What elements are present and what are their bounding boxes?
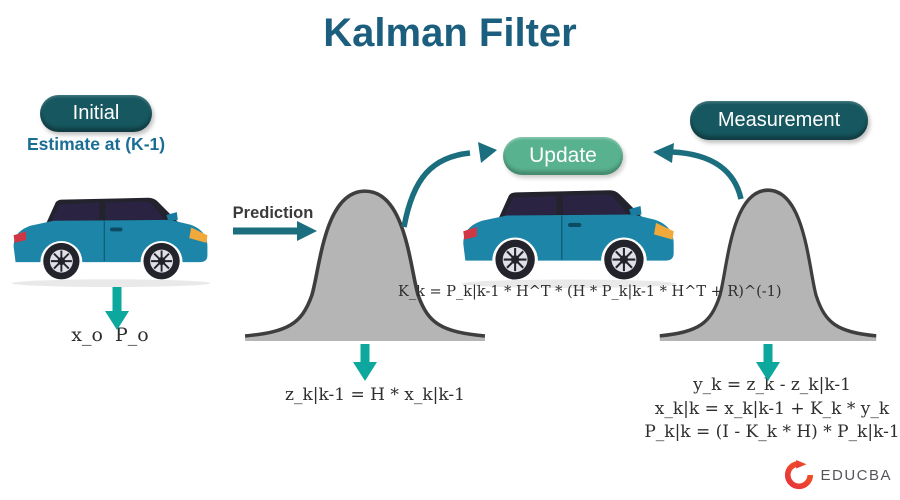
initial-badge: Initial [40,95,152,132]
educba-logo-text: EDUCBA [820,466,892,484]
car-illustration-initial [10,196,212,288]
formula-update-block: y_k = z_k - z_k|k-1 x_k|k = x_k|k-1 + K_… [637,374,900,445]
formula-innovation: y_k = z_k - z_k|k-1 [693,375,851,395]
formula-covariance-update: P_k|k = (I - K_k * H) * P_k|k-1 [644,422,900,442]
down-arrow-prediction [353,344,377,381]
formula-state-update: x_k|k = x_k|k-1 + K_k * y_k [654,398,890,419]
formula-kalman-gain: K_k = P_k|k-1 * H^T * (H * P_k|k-1 * H^T… [398,284,782,300]
educba-swirl-icon [785,460,814,490]
estimate-label: Estimate at (K-1) [27,134,166,154]
car-illustration-updated [460,189,678,289]
measurement-badge: Measurement [690,101,868,140]
update-badge: Update [503,137,623,175]
page-title: Kalman Filter [323,11,577,55]
educba-logo: EDUCBA [784,460,892,490]
initial-state-values: x_o P_o [71,324,149,346]
prediction-label: Prediction [232,204,314,222]
gaussian-curve-prediction [243,189,487,343]
gaussian-curve-measurement [658,188,878,343]
formula-state-prediction: z_k|k-1 = H * x_k|k-1 [285,385,465,405]
